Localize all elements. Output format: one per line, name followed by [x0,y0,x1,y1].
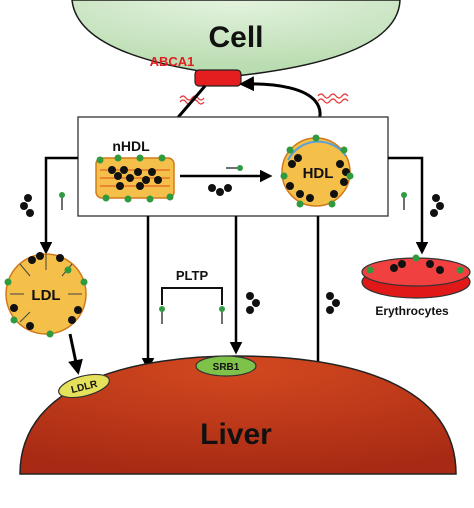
cell: Cell ABCA1 [71,0,401,77]
erythrocyte: Erythrocytes [361,254,471,318]
liver-label: Liver [200,418,272,451]
arrow-ldl-to-ldlr [68,333,83,375]
ldl-particle: LDL [4,252,88,338]
ldl-label: LDL [31,287,60,304]
cell-label: Cell [208,21,263,54]
hdl-particle: HDL [280,134,354,208]
liver: Liver [19,355,457,475]
cholesterol-in-box [208,165,243,196]
hdl-label: HDL [303,165,334,182]
arrow-box-to-ldl [39,156,78,255]
ldlr-receptor: LDLR [58,373,110,399]
pltp-label: PLTP [176,268,209,283]
arrow-box-to-erythrocytes [388,156,429,255]
abca1-label: ABCA1 [150,54,195,69]
abca1-transporter [194,69,242,87]
nhdl-particle: nHDL [95,138,175,203]
pltp: PLTP [159,268,225,324]
srb1-label: SRB1 [213,362,240,373]
srb1-receptor: SRB1 [195,355,257,377]
erythrocytes-label: Erythrocytes [375,304,449,318]
nhdl-label: nHDL [112,138,150,154]
cholesterol-markers [20,192,444,314]
